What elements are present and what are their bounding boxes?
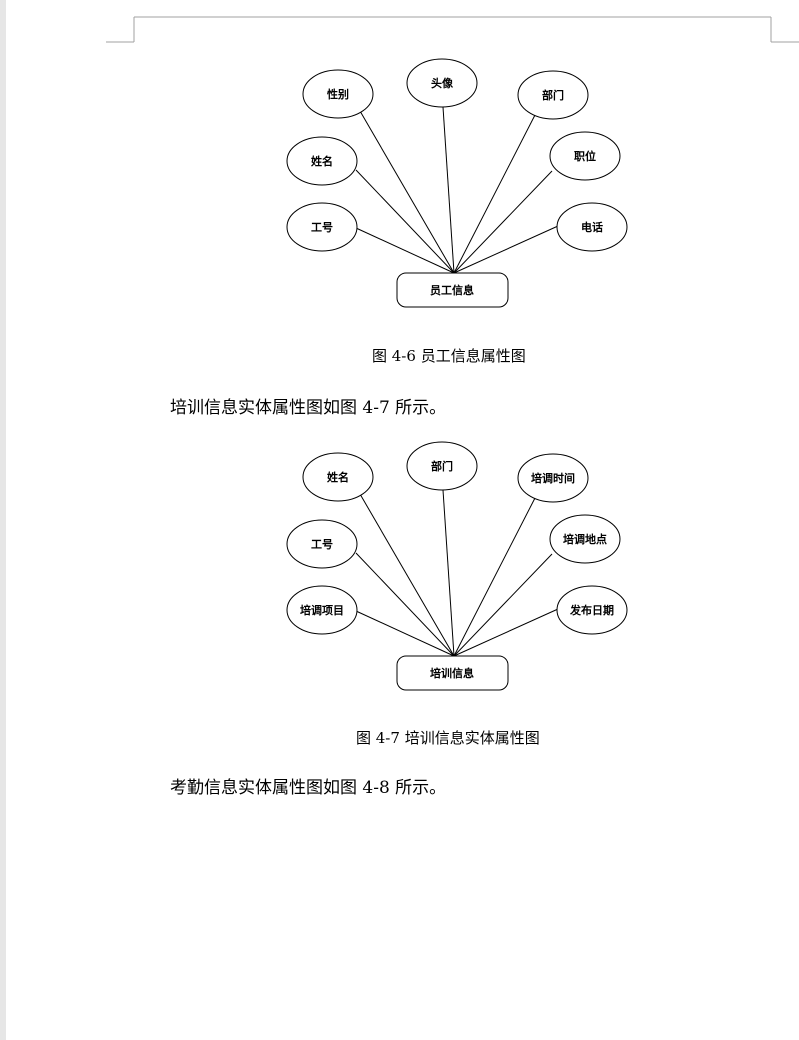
margin-marks: [106, 16, 799, 43]
figure-4-6-diagram: 性别 头像 部门 姓名 职位 工号: [6, 0, 799, 320]
figure-4-7-attr-2: 培调时间: [517, 453, 589, 503]
figure-4-6-attr-0: 性别: [302, 69, 374, 119]
paragraph-1: 培训信息实体属性图如图 4-7 所示。: [170, 398, 447, 418]
figure-4-6-attr-6: 电话: [556, 202, 628, 252]
document-page: 性别 头像 部门 姓名 职位 工号: [6, 0, 799, 1040]
figure-4-7-connectors: [355, 489, 559, 657]
figure-4-7-attr-label: 培调时间: [531, 471, 575, 485]
figure-4-7-attr-1: 部门: [406, 441, 478, 491]
figure-4-7-attr-label: 部门: [431, 459, 453, 473]
figure-4-7-attr-6: 发布日期: [556, 585, 628, 635]
figure-4-7-attr-label: 培调项目: [300, 603, 344, 617]
figure-4-6-entity-label: 员工信息: [430, 283, 474, 297]
figure-4-7-attr-0: 姓名: [302, 452, 374, 502]
figure-4-6-attr-5: 工号: [286, 202, 358, 252]
figure-4-7-attr-5: 培调项目: [286, 585, 358, 635]
figure-4-7-caption: 图 4-7 培训信息实体属性图: [356, 729, 540, 747]
figure-4-7-entity-label: 培训信息: [430, 666, 474, 680]
figure-4-7-entity: 培训信息: [396, 655, 509, 691]
figure-4-7-attr-3: 工号: [286, 519, 358, 569]
figure-4-6-attr-label: 头像: [431, 76, 454, 90]
figure-4-6-attr-label: 部门: [542, 88, 564, 102]
figure-4-6-attr-label: 性别: [327, 87, 349, 101]
figure-4-6-connectors: [355, 106, 559, 274]
left-gutter: [0, 0, 6, 1040]
figure-4-6-entity: 员工信息: [396, 272, 509, 308]
figure-4-7-attr-label: 培调地点: [563, 532, 607, 546]
figure-4-7-attr-label: 发布日期: [569, 603, 614, 617]
figure-4-7-diagram: 姓名 部门 培调时间 工号 培调地点 培调项目: [6, 383, 799, 703]
figure-4-6-attr-label: 职位: [574, 149, 596, 163]
figure-4-6-caption: 图 4-6 员工信息属性图: [372, 347, 526, 365]
figure-4-6-attr-4: 职位: [549, 131, 621, 181]
figure-4-6-attr-label: 电话: [581, 220, 603, 234]
figure-4-7-attr-label: 姓名: [327, 470, 349, 484]
figure-4-6-attr-2: 部门: [517, 70, 589, 120]
figure-4-7-attr-label: 工号: [311, 538, 333, 551]
figure-4-7-attr-4: 培调地点: [549, 514, 621, 564]
figure-4-6-attr-label: 姓名: [311, 154, 333, 168]
paragraph-2: 考勤信息实体属性图如图 4-8 所示。: [170, 778, 447, 798]
figure-4-6-attr-3: 姓名: [286, 136, 358, 186]
figure-4-6-attr-1: 头像: [406, 58, 478, 108]
figure-4-6-attr-label: 工号: [311, 221, 333, 234]
